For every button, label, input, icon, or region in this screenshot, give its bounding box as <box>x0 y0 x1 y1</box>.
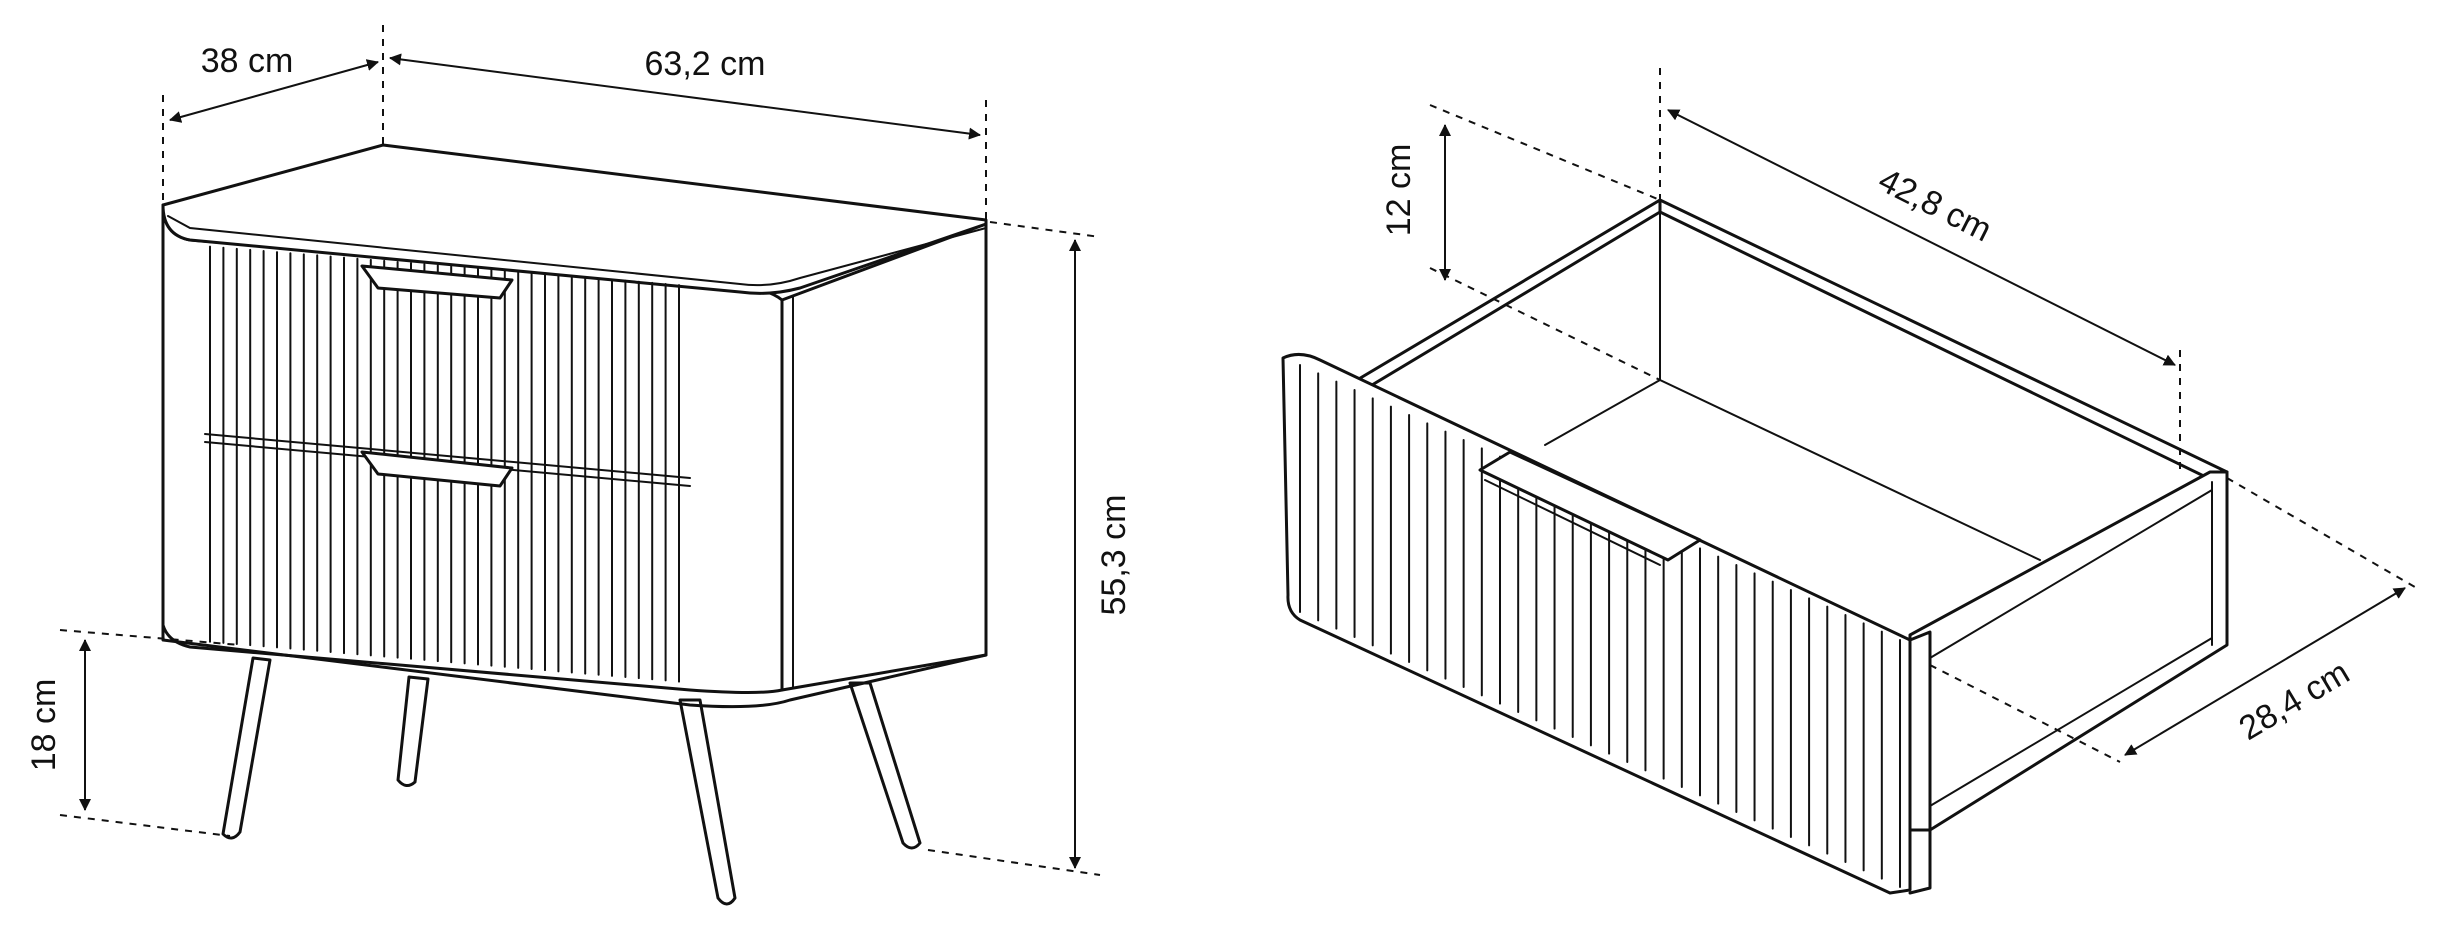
drawer-height-label: 12 cm <box>1380 144 1418 237</box>
drawer-width-label: 28,4 cm <box>2233 653 2356 748</box>
width-label: 63,2 cm <box>645 45 766 83</box>
drawer-front <box>1281 353 1912 895</box>
nightstand-dimensions: 38 cm 63,2 cm 55,3 cm 18 cm <box>25 25 1133 876</box>
depth-label: 38 cm <box>201 42 294 80</box>
nightstand-side-panel <box>780 222 988 692</box>
drawer-side-wall <box>1908 470 2229 832</box>
leg-height-label: 18 cm <box>25 679 63 772</box>
nightstand-drawing <box>161 143 988 906</box>
nightstand-legs <box>221 656 922 906</box>
drawer-fluting <box>1299 364 1901 888</box>
height-label: 55,3 cm <box>1095 495 1133 616</box>
lower-drawer-handle <box>360 450 514 488</box>
nightstand-top <box>161 143 988 295</box>
drawer-drawing <box>1281 198 2229 895</box>
drawer-handle <box>1478 450 1702 562</box>
drawer-length-label: 42,8 cm <box>1872 161 1997 249</box>
upper-drawer-handle <box>360 264 514 300</box>
